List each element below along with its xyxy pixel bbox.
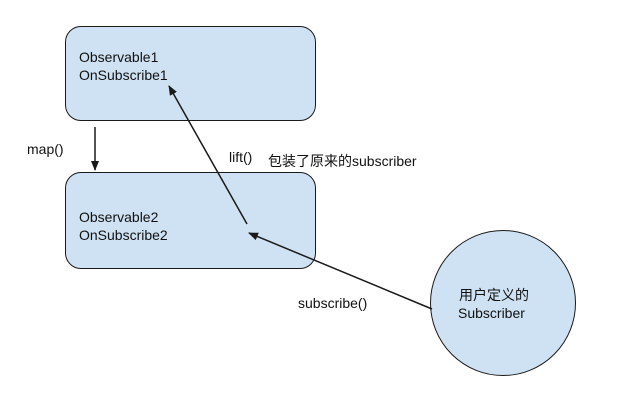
observable2-node [65, 172, 316, 269]
lift-arrow [168, 85, 248, 225]
subscribe-edge-label: subscribe() [298, 295, 368, 311]
subscriber-node [430, 230, 576, 376]
lift-edge-note: 包装了原来的subscriber [268, 153, 417, 169]
observable1-node [65, 26, 316, 121]
onsubscribe2-label: OnSubscribe2 [79, 227, 168, 243]
observable1-title: Observable1 [79, 49, 159, 65]
subscriber-label: Subscriber [458, 305, 525, 321]
subscriber-title: 用户定义的 [459, 287, 529, 303]
onsubscribe1-label: OnSubscribe1 [79, 67, 168, 83]
map-edge-label: map() [27, 141, 64, 157]
lift-edge-label: lift() [229, 149, 253, 165]
observable2-title: Observable2 [79, 209, 159, 225]
subscribe-arrow [248, 232, 433, 310]
